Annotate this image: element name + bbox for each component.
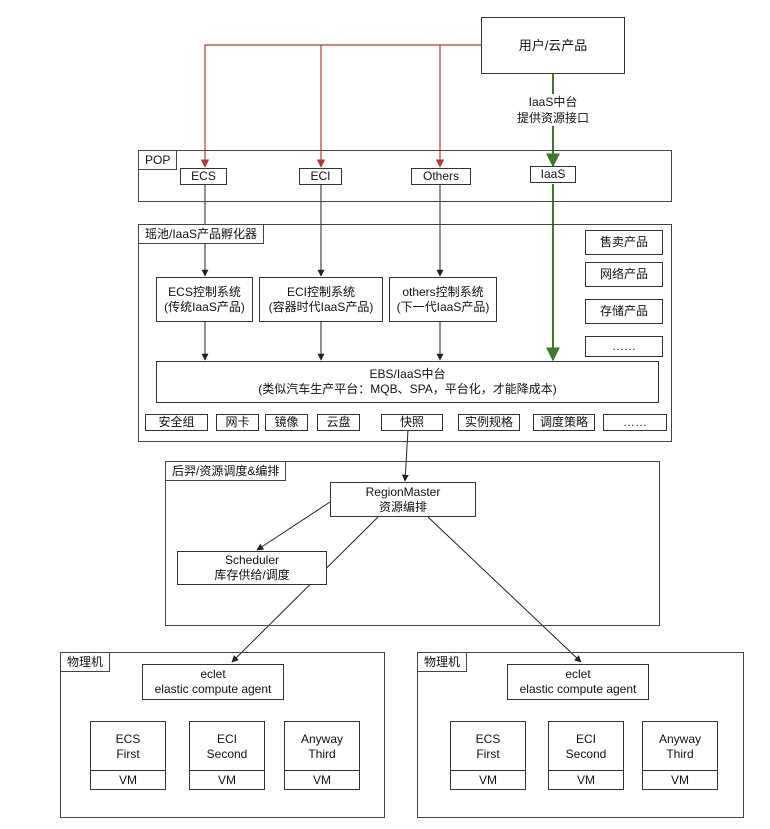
- vm-2-3-name: Anyway: [658, 732, 702, 746]
- component-security-group: 安全组: [145, 414, 208, 431]
- eci-control-line2: (容器时代IaaS产品): [268, 299, 374, 314]
- region-master-line2: 资源编排: [378, 499, 427, 514]
- side-item-storage-products: 存储产品: [585, 299, 663, 324]
- houyi-region: 后羿/资源调度&编排: [165, 461, 660, 626]
- region-master-box: RegionMaster 资源编排: [330, 482, 476, 517]
- vm-1-3-order: Third: [308, 747, 336, 761]
- eclet-agent-2-line1: eclet: [565, 667, 591, 681]
- eci-control-line1: ECI控制系统: [286, 284, 355, 299]
- ecs-control-line2: (传统IaaS产品): [164, 299, 245, 314]
- pop-item-iaas: IaaS: [530, 166, 576, 183]
- region-master-line1: RegionMaster: [365, 484, 441, 499]
- vm-2-1-label: VM: [451, 770, 525, 789]
- vm-2-3-label: VM: [643, 770, 717, 789]
- side-item-more: ……: [585, 336, 663, 357]
- vm-2-1-order: First: [476, 747, 500, 761]
- houyi-title: 后羿/资源调度&编排: [166, 462, 287, 481]
- ecs-control-system: ECS控制系统 (传统IaaS产品): [156, 277, 253, 322]
- pop-item-ecs: ECS: [180, 168, 227, 185]
- physical-machine-1: 物理机: [60, 652, 385, 818]
- eclet-agent-2: eclet elastic compute agent: [507, 664, 649, 700]
- vm-1-1-order: First: [116, 747, 140, 761]
- ebs-line2: (类似汽车生产平台：MQB、SPA，平台化，才能降成本): [258, 382, 557, 396]
- eclet-agent-1-line1: eclet: [200, 667, 226, 681]
- component-cloud-disk: 云盘: [317, 414, 360, 431]
- vm-1-2-name: ECI: [216, 732, 237, 746]
- scheduler-line1: Scheduler: [224, 553, 280, 567]
- eclet-agent-1: eclet elastic compute agent: [142, 664, 284, 700]
- vm-2-2-order: Second: [565, 747, 607, 761]
- ebs-iaas-platform: EBS/IaaS中台 (类似汽车生产平台：MQB、SPA，平台化，才能降成本): [156, 361, 659, 403]
- vm-1-1-name: ECS: [115, 732, 141, 746]
- others-control-line1: others控制系统: [402, 284, 484, 299]
- physical-machine-1-title: 物理机: [61, 653, 111, 672]
- component-snapshot: 快照: [381, 414, 443, 431]
- side-item-network-products: 网络产品: [585, 262, 663, 287]
- pop-item-others: Others: [411, 168, 471, 185]
- yaochi-title: 瑶池/IaaS产品孵化器: [139, 225, 265, 244]
- vm-2-2-name: ECI: [575, 732, 596, 746]
- pop-title: POP: [139, 151, 178, 170]
- eclet-agent-1-line2: elastic compute agent: [154, 682, 272, 696]
- yaochi-region: 瑶池/IaaS产品孵化器: [138, 224, 672, 442]
- vm-2-3-order: Third: [666, 747, 694, 761]
- others-control-line2: (下一代IaaS产品): [396, 299, 490, 314]
- vm-2-2-label: VM: [549, 770, 623, 789]
- component-scheduling-policy: 调度策略: [533, 414, 595, 431]
- iaas-api-label-line2: 提供资源接口: [516, 111, 589, 125]
- physical-machine-2: 物理机: [417, 652, 744, 818]
- vm-2-1-name: ECS: [475, 732, 501, 746]
- component-nic: 网卡: [216, 414, 259, 431]
- component-more: ……: [603, 414, 667, 431]
- red-arrows: [200, 44, 481, 168]
- vm-1-2-order: Second: [206, 747, 248, 761]
- pop-item-eci: ECI: [299, 168, 342, 185]
- user-cloud-product-box: 用户/云产品: [481, 17, 625, 74]
- eci-control-system: ECI控制系统 (容器时代IaaS产品): [259, 277, 383, 322]
- vm-1-1-label: VM: [91, 770, 165, 789]
- ebs-line1: EBS/IaaS中台: [369, 367, 446, 381]
- vm-1-3-name: Anyway: [300, 732, 344, 746]
- component-image: 镜像: [265, 414, 308, 431]
- vm-1-2-label: VM: [190, 770, 264, 789]
- pop-region: POP: [138, 150, 672, 202]
- scheduler-line2: 库存供给/调度: [214, 568, 290, 582]
- component-instance-spec: 实例规格: [458, 414, 520, 431]
- others-control-system: others控制系统 (下一代IaaS产品): [389, 277, 497, 322]
- ecs-control-line1: ECS控制系统: [168, 284, 241, 299]
- iaas-api-label-line1: IaaS中台: [528, 95, 578, 109]
- eclet-agent-2-line2: elastic compute agent: [519, 682, 637, 696]
- iaas-api-label: IaaS中台 提供资源接口: [505, 94, 601, 126]
- vm-1-3-label: VM: [285, 770, 359, 789]
- side-item-sales-products: 售卖产品: [585, 230, 663, 255]
- scheduler-box: Scheduler 库存供给/调度: [177, 551, 327, 585]
- physical-machine-2-title: 物理机: [418, 653, 468, 672]
